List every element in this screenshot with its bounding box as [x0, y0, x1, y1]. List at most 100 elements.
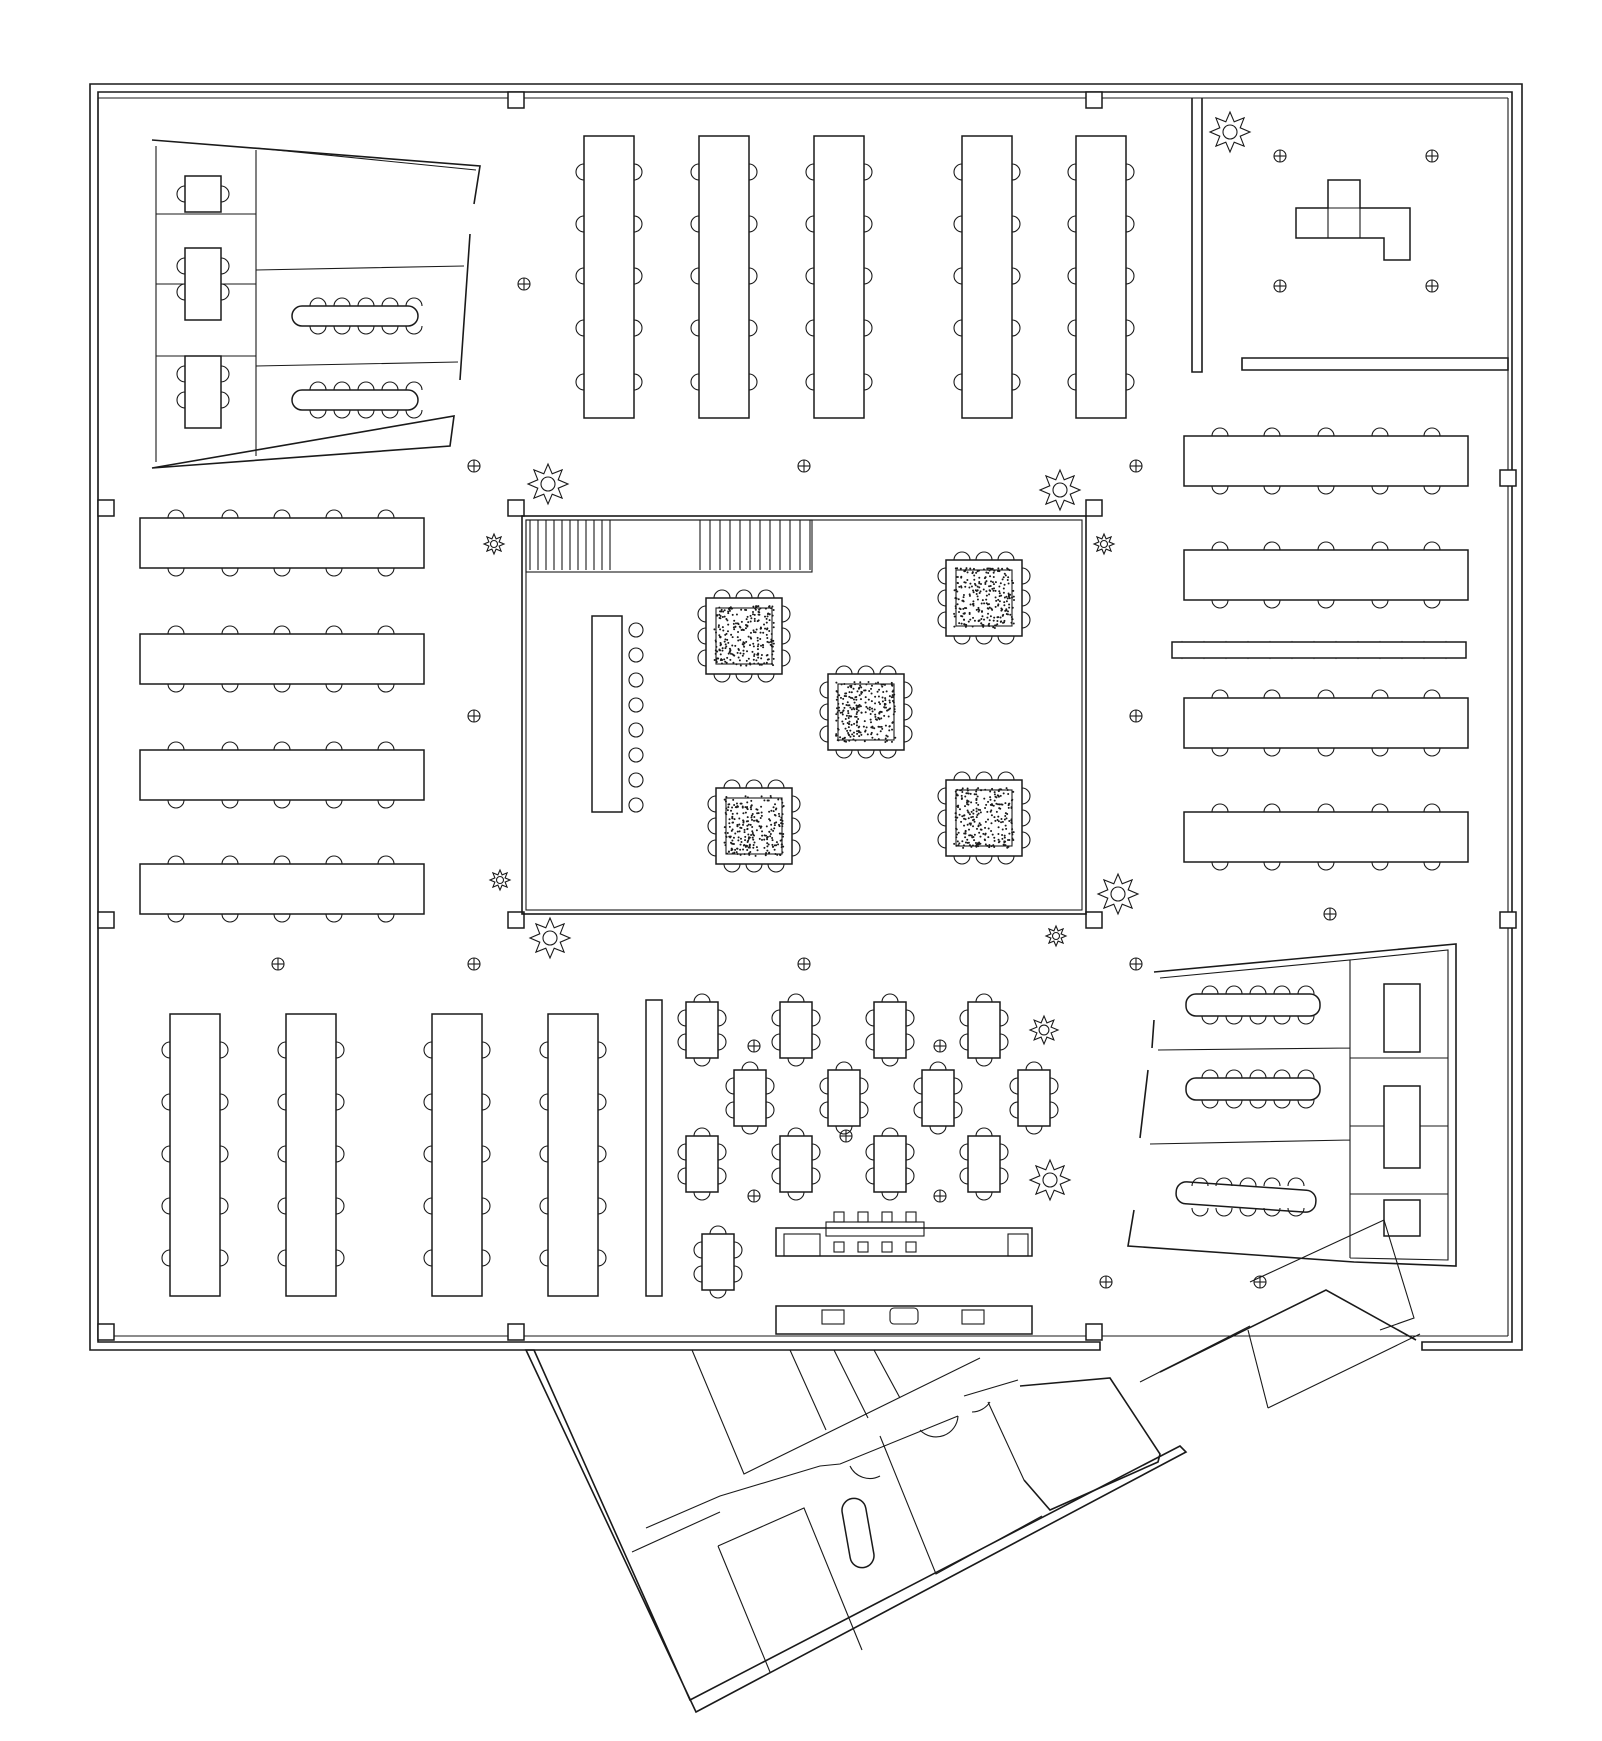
desk-cluster: [431, 1013, 483, 1297]
chair: [745, 779, 763, 789]
desk-cluster: [139, 633, 425, 685]
chair: [273, 683, 291, 693]
chair: [717, 1167, 727, 1185]
chair: [1067, 267, 1077, 285]
chair: [741, 1061, 759, 1071]
desk-cluster: [1183, 435, 1469, 487]
potted-plant: [1092, 532, 1116, 556]
potted-plant: [1208, 110, 1252, 154]
desk-cluster: [1075, 135, 1127, 419]
potted-plant: [488, 868, 512, 892]
chair: [997, 635, 1015, 645]
chair: [787, 1057, 805, 1067]
bar-stool: [905, 1211, 917, 1223]
chair: [377, 683, 395, 693]
chair: [1225, 985, 1243, 995]
chair: [953, 1077, 963, 1095]
chair: [865, 1143, 875, 1161]
chair: [1423, 747, 1441, 757]
chair: [1371, 747, 1389, 757]
bar-stool: [881, 1241, 893, 1253]
ceiling-point: [467, 459, 481, 473]
chair: [959, 1009, 969, 1027]
cafe-table: [967, 1135, 1001, 1193]
chair: [176, 283, 186, 301]
chair: [481, 1093, 491, 1111]
chair: [748, 215, 758, 233]
bar-stool: [905, 1241, 917, 1253]
chair: [677, 1033, 687, 1051]
cafe-table: [1017, 1069, 1051, 1127]
chair: [167, 913, 185, 923]
chair: [481, 1041, 491, 1059]
chair: [1423, 599, 1441, 609]
chair: [220, 365, 230, 383]
chair: [309, 409, 327, 419]
chair: [273, 567, 291, 577]
desk-clusters: [139, 135, 1469, 1297]
chair: [953, 1101, 963, 1119]
chair: [819, 725, 829, 743]
chair: [953, 319, 963, 337]
chair: [161, 1145, 171, 1163]
chair: [903, 681, 913, 699]
ceiling-point: [1099, 1275, 1113, 1289]
chair: [903, 725, 913, 743]
meeting-wing-bottom-right: [1127, 943, 1457, 1267]
chair: [835, 1061, 853, 1071]
chair: [693, 1241, 703, 1259]
chair: [905, 1009, 915, 1027]
chair: [857, 665, 875, 675]
chair: [757, 673, 775, 683]
chair: [1211, 861, 1229, 871]
chair: [707, 795, 717, 813]
planter: [945, 559, 1023, 637]
chair: [733, 1265, 743, 1283]
chair: [690, 319, 700, 337]
chair: [677, 1009, 687, 1027]
chair: [1297, 1069, 1315, 1079]
chair: [791, 817, 801, 835]
chair: [575, 267, 585, 285]
chair: [1263, 599, 1281, 609]
chair: [1423, 427, 1441, 437]
chair: [717, 1009, 727, 1027]
chair: [1049, 1101, 1059, 1119]
chair: [811, 1167, 821, 1185]
chair: [690, 215, 700, 233]
chair: [161, 1249, 171, 1267]
chair: [325, 855, 343, 865]
ceiling-point: [933, 1039, 947, 1053]
chair: [879, 665, 897, 675]
chair: [863, 267, 873, 285]
column: [1499, 469, 1517, 487]
chair: [937, 589, 947, 607]
central-atrium: [521, 515, 1087, 915]
chair: [697, 649, 707, 667]
chair: [1067, 163, 1077, 181]
chair: [325, 509, 343, 519]
chair: [176, 365, 186, 383]
cafe-table: [779, 1001, 813, 1059]
potted-plant: [1096, 872, 1140, 916]
potted-plant: [1028, 1014, 1060, 1046]
chair: [905, 1033, 915, 1051]
chair: [997, 855, 1015, 865]
chair: [771, 1167, 781, 1185]
cafe-table: [873, 1001, 907, 1059]
chair: [975, 771, 993, 781]
chair: [975, 1127, 993, 1137]
chair: [999, 1167, 1009, 1185]
chair: [377, 625, 395, 635]
chair: [481, 1145, 491, 1163]
desk-cluster: [813, 135, 865, 419]
chair: [633, 373, 643, 391]
chair: [865, 1033, 875, 1051]
cafe-table: [685, 1135, 719, 1193]
chair: [273, 741, 291, 751]
chair: [220, 257, 230, 275]
chair: [167, 799, 185, 809]
hedge-planter: [1171, 641, 1467, 659]
chair: [805, 267, 815, 285]
column: [97, 911, 115, 929]
